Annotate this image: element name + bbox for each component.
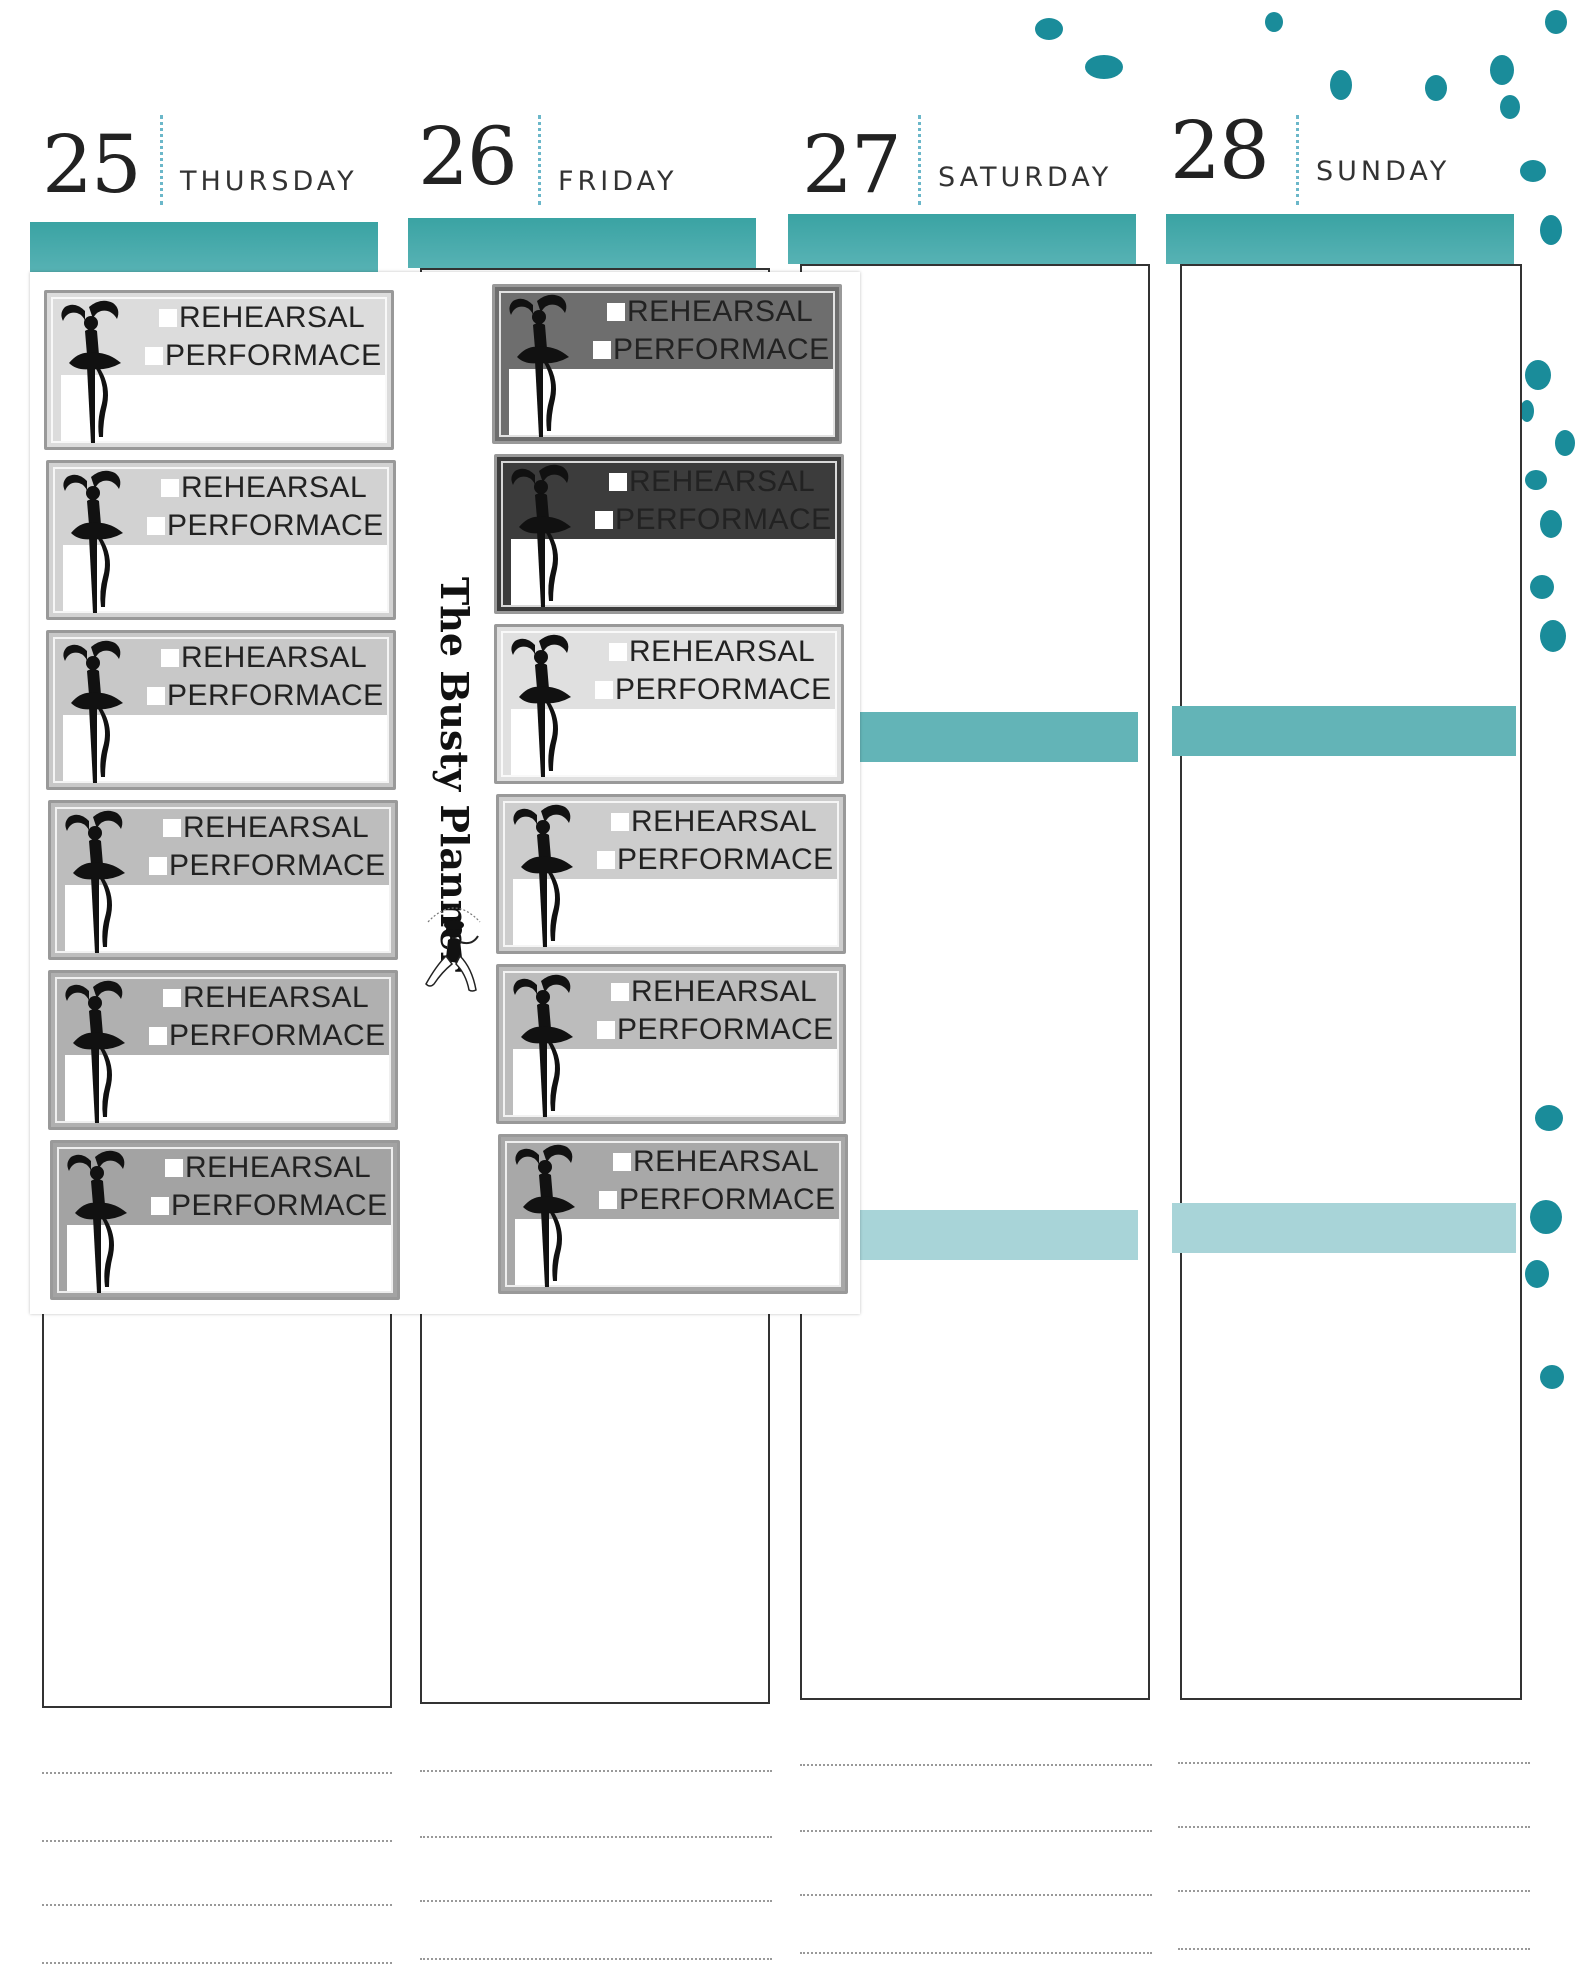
sticker[interactable]: REHEARSAL PERFORMACE: [496, 964, 846, 1124]
performance-label: PERFORMACE: [613, 333, 830, 366]
sticker[interactable]: REHEARSAL PERFORMACE: [496, 794, 846, 954]
performance-label: PERFORMACE: [615, 503, 832, 536]
ballerina-icon: [57, 637, 137, 787]
day-name: SATURDAY: [938, 162, 1113, 193]
day-box-sunday[interactable]: [1180, 264, 1522, 1700]
day-name: SUNDAY: [1316, 156, 1451, 187]
pinup-logo-icon: [425, 907, 481, 992]
checkbox-icon[interactable]: [149, 1027, 167, 1045]
checkbox-icon[interactable]: [159, 309, 177, 327]
checkbox-icon[interactable]: [607, 303, 625, 321]
checkbox-icon[interactable]: [593, 341, 611, 359]
rehearsal-label: REHEARSAL: [629, 465, 816, 498]
day-header-27: 27 SATURDAY: [802, 105, 1132, 205]
checkbox-icon[interactable]: [147, 517, 165, 535]
performance-label: PERFORMACE: [169, 1019, 386, 1052]
sticker[interactable]: REHEARSAL PERFORMACE: [48, 970, 398, 1130]
checkbox-icon[interactable]: [597, 1021, 615, 1039]
performance-label: PERFORMACE: [167, 679, 384, 712]
sticker[interactable]: REHEARSAL PERFORMACE: [498, 1134, 848, 1294]
day-name: THURSDAY: [180, 166, 358, 197]
ballerina-icon: [55, 297, 135, 447]
sticker[interactable]: REHEARSAL PERFORMACE: [46, 460, 396, 620]
rehearsal-label: REHEARSAL: [185, 1151, 372, 1184]
rehearsal-label: REHEARSAL: [631, 805, 818, 838]
ballerina-icon: [509, 1141, 589, 1291]
checkbox-icon[interactable]: [609, 473, 627, 491]
performance-label: PERFORMACE: [169, 849, 386, 882]
header-divider: [538, 115, 541, 205]
sticker[interactable]: REHEARSAL PERFORMACE: [492, 284, 842, 444]
checkbox-icon[interactable]: [613, 1153, 631, 1171]
ballerina-icon: [59, 977, 139, 1127]
performance-label: PERFORMACE: [619, 1183, 836, 1216]
column-band-friday: [408, 218, 756, 268]
performance-label: PERFORMACE: [165, 339, 382, 372]
checkbox-icon[interactable]: [161, 479, 179, 497]
checkbox-icon[interactable]: [163, 989, 181, 1007]
rehearsal-label: REHEARSAL: [183, 811, 370, 844]
rehearsal-label: REHEARSAL: [179, 301, 366, 334]
checkbox-icon[interactable]: [595, 681, 613, 699]
sticker[interactable]: REHEARSAL PERFORMACE: [50, 1140, 400, 1300]
rehearsal-label: REHEARSAL: [631, 975, 818, 1008]
checkbox-icon[interactable]: [165, 1159, 183, 1177]
column-band-sunday: [1166, 214, 1514, 264]
rehearsal-label: REHEARSAL: [633, 1145, 820, 1178]
ballerina-icon: [57, 467, 137, 617]
ballerina-icon: [59, 807, 139, 957]
day-header-26: 26 FRIDAY: [418, 105, 748, 205]
day-number: 28: [1170, 104, 1270, 197]
checkbox-icon[interactable]: [609, 643, 627, 661]
ballerina-icon: [507, 971, 587, 1121]
checkbox-icon[interactable]: [145, 347, 163, 365]
header-divider: [160, 115, 163, 205]
day-number: 25: [42, 118, 142, 211]
rehearsal-label: REHEARSAL: [627, 295, 814, 328]
checkbox-icon[interactable]: [595, 511, 613, 529]
rehearsal-label: REHEARSAL: [629, 635, 816, 668]
header-divider: [918, 115, 921, 205]
performance-label: PERFORMACE: [615, 673, 832, 706]
column-band-thursday: [30, 222, 378, 272]
ballerina-icon: [505, 461, 585, 611]
performance-label: PERFORMACE: [167, 509, 384, 542]
section-band: [1172, 706, 1516, 756]
section-band: [1172, 1203, 1516, 1253]
column-band-saturday: [788, 214, 1136, 264]
day-name: FRIDAY: [558, 166, 678, 197]
checkbox-icon[interactable]: [163, 819, 181, 837]
checkbox-icon[interactable]: [147, 687, 165, 705]
brand-name: The Busty Planner: [432, 577, 477, 972]
ballerina-icon: [507, 801, 587, 951]
ballerina-icon: [61, 1147, 141, 1297]
day-header-25: 25 THURSDAY: [42, 105, 372, 205]
checkbox-icon[interactable]: [611, 983, 629, 1001]
checkbox-icon[interactable]: [149, 857, 167, 875]
performance-label: PERFORMACE: [171, 1189, 388, 1222]
checkbox-icon[interactable]: [597, 851, 615, 869]
sticker-sheet: REHEARSAL PERFORMACE REHEARSAL PERFORMAC…: [30, 272, 860, 1314]
day-number: 26: [418, 110, 518, 203]
performance-label: PERFORMACE: [617, 1013, 834, 1046]
ballerina-icon: [503, 291, 583, 441]
checkbox-icon[interactable]: [599, 1191, 617, 1209]
checkbox-icon[interactable]: [161, 649, 179, 667]
rehearsal-label: REHEARSAL: [181, 471, 368, 504]
checkbox-icon[interactable]: [611, 813, 629, 831]
sticker[interactable]: REHEARSAL PERFORMACE: [44, 290, 394, 450]
day-header-28: 28 SUNDAY: [1170, 105, 1500, 205]
ballerina-icon: [505, 631, 585, 781]
sticker[interactable]: REHEARSAL PERFORMACE: [48, 800, 398, 960]
sticker[interactable]: REHEARSAL PERFORMACE: [494, 624, 844, 784]
header-divider: [1296, 115, 1299, 205]
checkbox-icon[interactable]: [151, 1197, 169, 1215]
rehearsal-label: REHEARSAL: [183, 981, 370, 1014]
day-number: 27: [802, 118, 902, 211]
sticker[interactable]: REHEARSAL PERFORMACE: [46, 630, 396, 790]
rehearsal-label: REHEARSAL: [181, 641, 368, 674]
sticker[interactable]: REHEARSAL PERFORMACE: [494, 454, 844, 614]
performance-label: PERFORMACE: [617, 843, 834, 876]
